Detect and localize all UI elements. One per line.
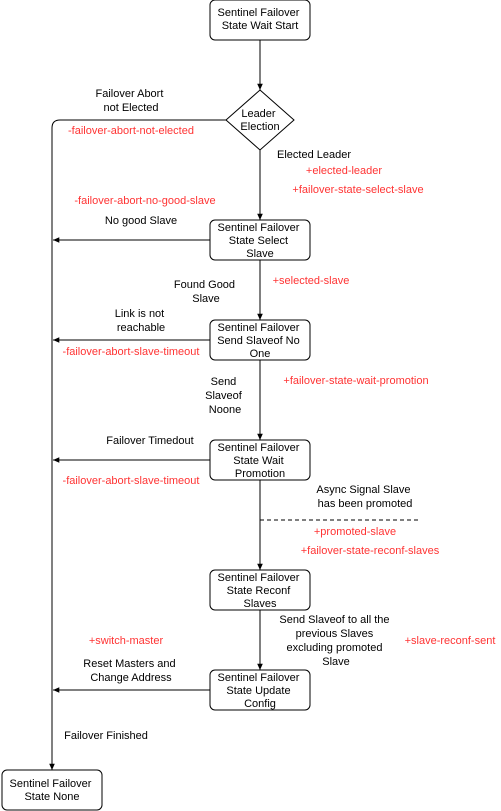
label-async-signal: Async Signal Slave has been promoted [316, 484, 413, 510]
edge-election-abort-to-none [49, 119, 226, 770]
event-slave-reconf-sent: +slave-reconf-sent [405, 635, 496, 647]
event-labels: -failover-abort-not-elected +elected-lea… [63, 125, 496, 647]
event-switch-master: +switch-master [89, 635, 164, 647]
event-state-wait-promotion: +failover-state-wait-promotion [283, 375, 428, 387]
nodes: Sentinel Failover State Wait Start Leade… [1, 0, 311, 811]
label-send-slaveof-all: Send Slaveof to all the previous Slaves … [279, 614, 392, 668]
label-reset-masters: Reset Masters and Change Address [83, 658, 178, 684]
node-wait-promotion[interactable]: Sentinel Failover State Wait Promotion [209, 439, 311, 481]
label-no-good-slave: No good Slave [105, 215, 177, 227]
label-elected-leader: Elected Leader [277, 149, 351, 161]
node-select-slave[interactable]: Sentinel Failover State Select Slave [209, 219, 311, 261]
event-abort-not-elected: -failover-abort-not-elected [68, 125, 194, 137]
node-leader-election[interactable]: Leader Election [225, 89, 295, 151]
node-state-none-label: Sentinel Failover State None [10, 778, 95, 803]
transition-labels: Failover Abort not Elected Elected Leade… [64, 88, 413, 742]
event-abort-slave-timeout-2: -failover-abort-slave-timeout [63, 475, 200, 487]
event-state-reconf-slaves: +failover-state-reconf-slaves [301, 545, 440, 557]
node-send-slaveof-label: Sentinel Failover Send Slaveof No One [217, 322, 303, 360]
node-send-slaveof[interactable]: Sentinel Failover Send Slaveof No One [209, 319, 311, 361]
node-wait-promotion-label: Sentinel Failover State Wait Promotion [218, 442, 303, 480]
event-state-select-slave: +failover-state-select-slave [292, 184, 423, 196]
label-failover-finished: Failover Finished [64, 730, 148, 742]
node-reconf-slaves[interactable]: Sentinel Failover State Reconf Slaves [209, 569, 311, 611]
event-selected-slave: +selected-slave [273, 275, 350, 287]
node-select-slave-label: Sentinel Failover State Select Slave [218, 222, 303, 260]
node-wait-start[interactable]: Sentinel Failover State Wait Start [209, 0, 311, 41]
node-update-config[interactable]: Sentinel Failover State Update Config [209, 669, 311, 711]
node-update-config-label: Sentinel Failover State Update Config [218, 672, 303, 710]
node-wait-start-label: Sentinel Failover State Wait Start [218, 7, 303, 32]
label-found-good-slave: Found Good Slave [174, 279, 238, 305]
node-reconf-slaves-label: Sentinel Failover State Reconf Slaves [218, 572, 303, 610]
node-leader-election-label: Leader Election [240, 108, 279, 133]
label-link-not-reachable: Link is not reachable [115, 308, 168, 334]
event-abort-no-good-slave: -failover-abort-no-good-slave [74, 195, 215, 207]
label-abort-not-elected: Failover Abort not Elected [96, 88, 167, 114]
event-abort-slave-timeout-1: -failover-abort-slave-timeout [63, 346, 200, 358]
event-promoted-slave: +promoted-slave [314, 526, 396, 538]
label-failover-timeout: Failover Timedout [106, 435, 193, 447]
event-elected-leader: +elected-leader [306, 165, 382, 177]
node-state-none[interactable]: Sentinel Failover State None [1, 769, 103, 811]
label-send-slaveof-noone: Send Slaveof Noone [205, 376, 245, 416]
edges [49, 40, 420, 770]
